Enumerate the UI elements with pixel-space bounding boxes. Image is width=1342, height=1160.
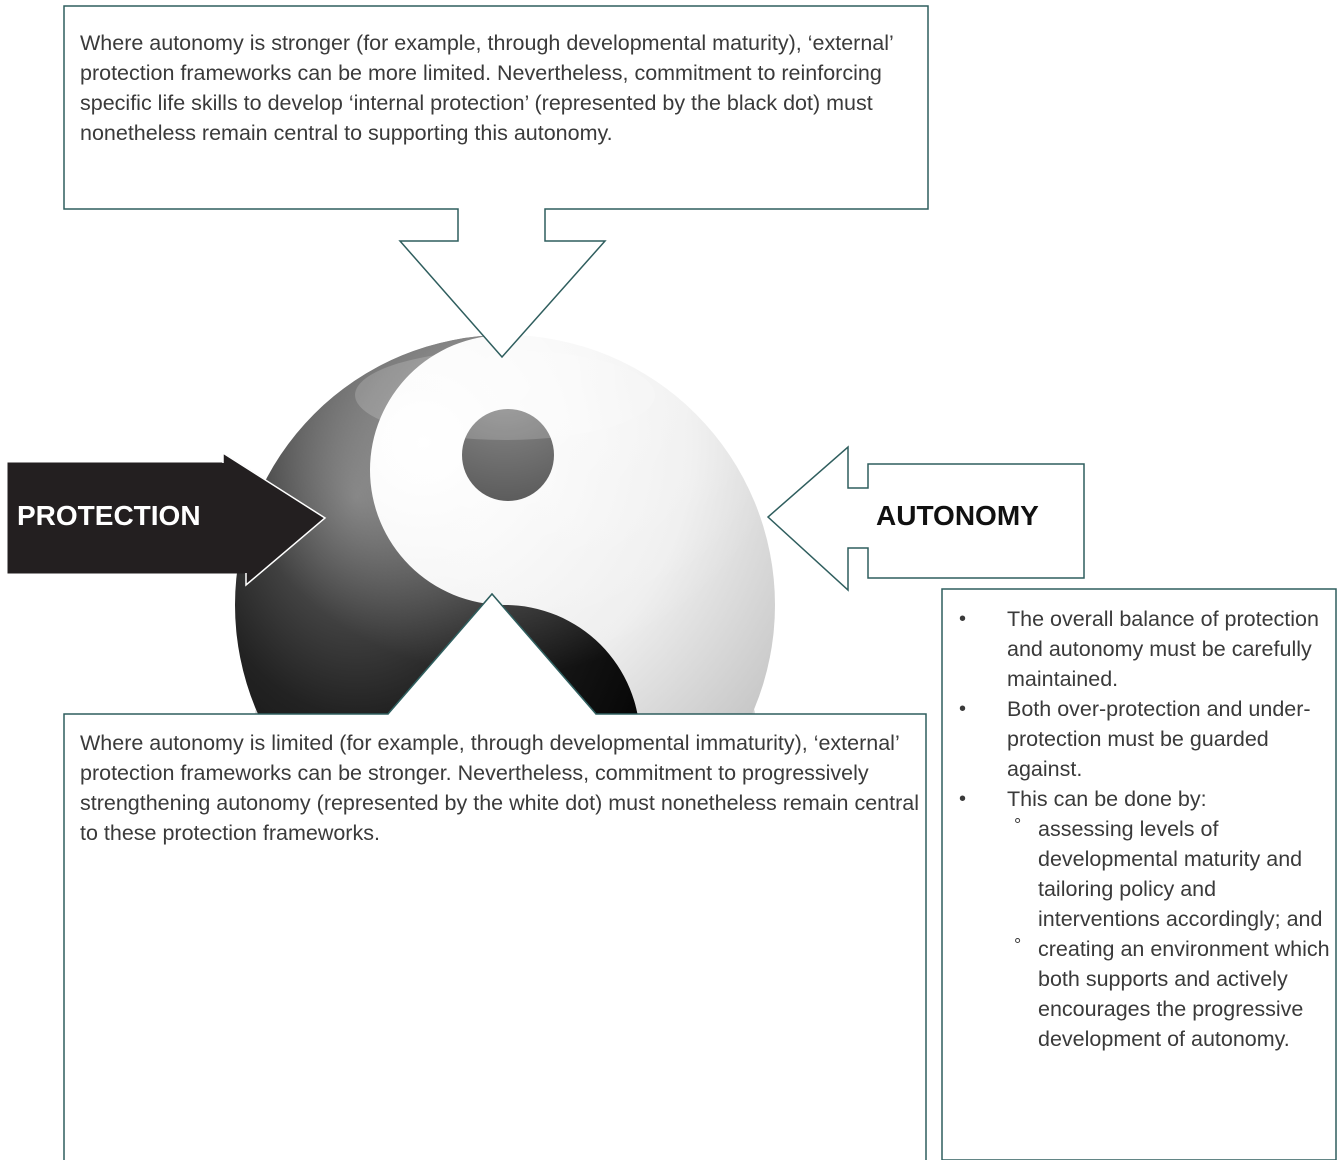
list-item: • The overall balance of protection and … xyxy=(945,604,1337,694)
bullet-glyph: • xyxy=(959,698,967,720)
autonomy-label: AUTONOMY xyxy=(876,500,1039,531)
autonomy-arrow xyxy=(766,445,1085,592)
top-callout-box xyxy=(63,5,929,359)
bottom-callout-text: Where autonomy is limited (for example, … xyxy=(80,731,919,845)
sub-list-item: ° assessing levels of developmental matu… xyxy=(945,814,1337,934)
protection-label: PROTECTION xyxy=(17,500,201,531)
bullet-glyph: • xyxy=(959,608,967,630)
sub-list-item-text: assessing levels of developmental maturi… xyxy=(1038,817,1323,931)
side-list-box xyxy=(941,588,1337,1160)
list-item: • Both over-protection and under-protect… xyxy=(945,694,1337,784)
top-callout-text: Where autonomy is stronger (for example,… xyxy=(80,31,893,145)
sub-list-item: ° creating an environment which both sup… xyxy=(945,934,1337,1054)
side-bullet-list: • The overall balance of protection and … xyxy=(945,604,1337,1054)
list-item-text: The overall balance of protection and au… xyxy=(1007,607,1319,691)
sub-bullet-glyph: ° xyxy=(1014,815,1022,835)
sub-list-item-text: creating an environment which both suppo… xyxy=(1038,937,1330,1051)
list-item: • This can be done by: xyxy=(945,784,1337,814)
list-item-text: Both over-protection and under-protectio… xyxy=(1007,697,1311,781)
sub-bullet-glyph: ° xyxy=(1014,935,1022,955)
list-item-text: This can be done by: xyxy=(1007,787,1207,811)
bullet-glyph: • xyxy=(959,788,967,810)
